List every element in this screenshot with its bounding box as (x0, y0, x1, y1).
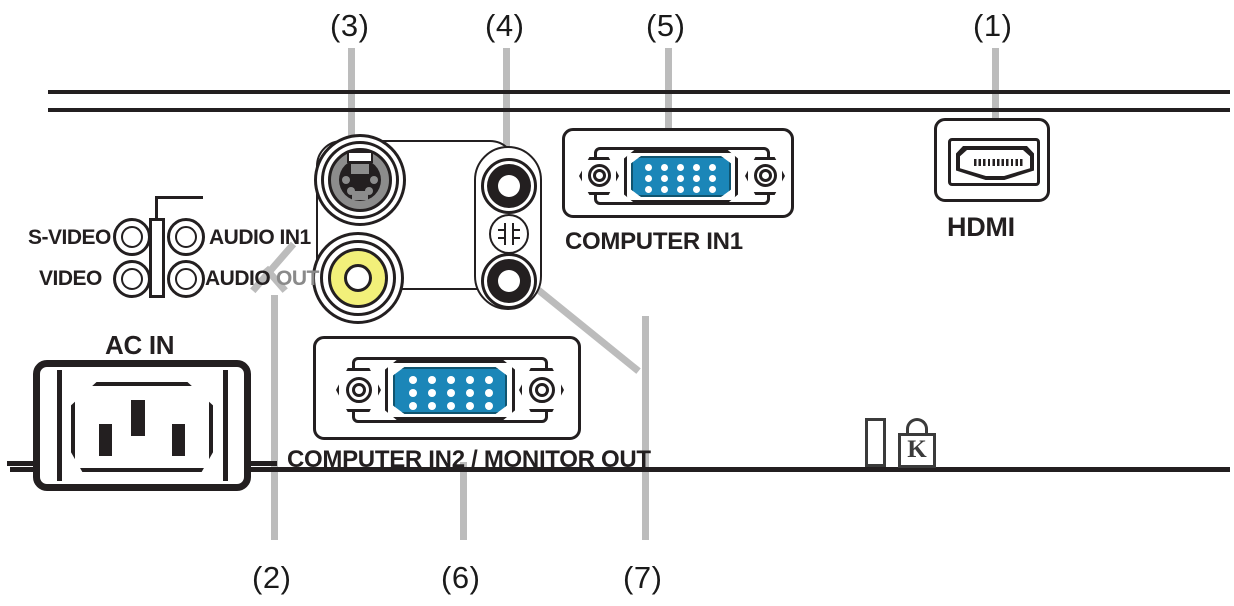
callout-5: (5) (646, 8, 686, 43)
ac-in-tab-left (7, 461, 37, 466)
leader-line-3 (348, 48, 355, 160)
ac-in-live-slot (99, 424, 112, 456)
leader-line-6 (460, 462, 467, 540)
audio-in1-center (498, 175, 520, 197)
callout-4: (4) (485, 8, 525, 43)
callout-1: (1) (973, 8, 1013, 43)
s-video-key-notch-top (347, 151, 373, 163)
leader-line-2-vertical (271, 295, 278, 540)
ac-in-rib-right (223, 370, 228, 481)
vga1-screw-right-core (759, 169, 772, 182)
chassis-edge-line-second (48, 108, 1230, 112)
s-video-pin-4 (365, 187, 373, 195)
ac-in-earth-slot (131, 400, 145, 436)
callout-2: (2) (252, 560, 292, 595)
chassis-edge-line-top (48, 90, 1230, 94)
vga2-screw-right-core (535, 383, 549, 397)
legend-label-audio-in1: AUDIO IN1 (209, 226, 311, 249)
hdmi-label: HDMI (947, 212, 1015, 242)
hdmi-port[interactable] (934, 118, 1050, 202)
ac-in-socket-opening (71, 382, 213, 472)
kensington-slot[interactable] (865, 418, 886, 467)
callout-7: (7) (623, 560, 663, 595)
key-circle-s-video-inner (121, 226, 143, 248)
key-circle-audio-out-inner (175, 268, 197, 290)
s-video-pin-3 (347, 187, 355, 195)
audio-out-center (498, 270, 520, 292)
ac-in-port[interactable] (7, 360, 277, 491)
key-center-bar (149, 218, 165, 298)
hdmi-shell-outer (948, 138, 1040, 186)
audio-polarity-plus-icon (489, 214, 529, 254)
legend-label-audio-out-light: OUT (276, 267, 319, 290)
jack-layout-key (113, 196, 205, 298)
leader-line-7-vertical (642, 316, 649, 540)
ac-in-tab-right (247, 461, 277, 466)
vga2-screw-right-ring (529, 377, 555, 403)
kensington-lock-letter: K (907, 436, 927, 463)
s-video-key-slot (351, 164, 369, 174)
computer-in2-monitor-out-port[interactable] (313, 336, 581, 440)
key-circle-video-inner (121, 268, 143, 290)
vga2-screw-left-core (352, 383, 366, 397)
vga1-screw-left-core (593, 169, 606, 182)
legend-label-video: VIDEO (39, 267, 102, 290)
audio-out-jack[interactable] (481, 253, 537, 309)
key-circle-audio-in1 (167, 218, 205, 256)
kensington-lock-body (898, 433, 936, 468)
vga1-dsub-shell (631, 156, 731, 197)
computer-in1-label: COMPUTER IN1 (565, 228, 743, 255)
kensington-lock-icon: K (898, 418, 936, 468)
key-circle-audio-in1-inner (175, 226, 197, 248)
audio-in1-jack[interactable] (481, 158, 537, 214)
s-video-key-slot-bottom (352, 191, 368, 200)
vga2-dsub-shell (393, 367, 507, 414)
s-video-pin-1 (342, 176, 350, 184)
key-circle-s-video (113, 218, 151, 256)
chassis-edge-line-bottom (10, 467, 1230, 472)
computer-in1-port[interactable] (562, 128, 794, 218)
ac-in-label: AC IN (105, 330, 175, 360)
legend-label-audio-out-bold: AUDIO (205, 267, 271, 290)
legend-label-s-video: S-VIDEO (28, 226, 111, 249)
hdmi-pin-contacts (974, 159, 1024, 166)
hdmi-shell-inner (956, 146, 1034, 180)
s-video-pin-2 (370, 176, 378, 184)
ac-in-neutral-slot (172, 424, 185, 456)
key-stem-arm (155, 196, 203, 199)
ac-in-rib-left (57, 370, 62, 481)
video-jack-center (344, 264, 372, 292)
kensington-lock-shackle (906, 418, 928, 440)
s-video-jack[interactable] (314, 134, 406, 226)
callout-6: (6) (441, 560, 481, 595)
leader-line-5 (665, 48, 672, 158)
video-jack[interactable] (312, 232, 404, 324)
leader-line-1 (992, 48, 999, 158)
hdmi-slot (960, 150, 1030, 176)
computer-in2-monitor-out-label: COMPUTER IN2 / MONITOR OUT (287, 446, 651, 473)
key-circle-video (113, 260, 151, 298)
key-stem (155, 196, 158, 220)
callout-3: (3) (330, 8, 370, 43)
